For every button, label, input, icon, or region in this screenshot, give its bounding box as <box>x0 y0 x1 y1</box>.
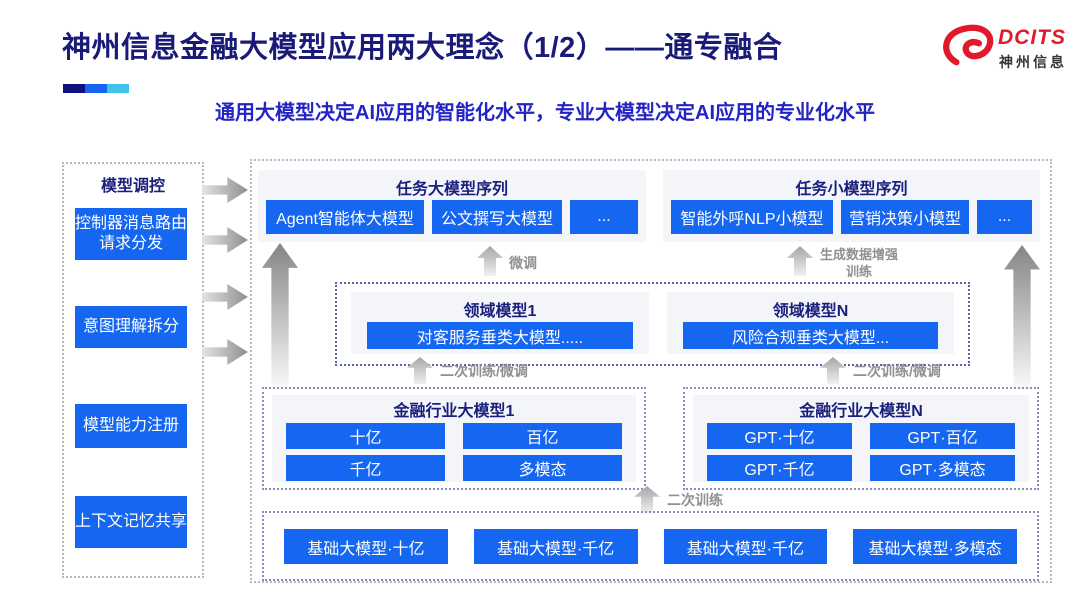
model-box-gpt-multimodal: GPT·多模态 <box>870 455 1015 481</box>
model-box-risk-compliance: 风险合规垂类大模型... <box>683 322 938 349</box>
model-box-base-1b: 基础大模型·十亿 <box>284 529 448 564</box>
model-box-base-multimodal: 基础大模型·多模态 <box>853 529 1017 564</box>
model-box-base-100b-b: 基础大模型·千亿 <box>663 529 828 564</box>
task-small-title: 任务小模型序列 <box>795 181 908 198</box>
right-arrow-icon <box>202 227 248 253</box>
model-architecture-container <box>250 159 1052 583</box>
model-box-nlp-call: 智能外呼NLP小模型 <box>671 200 833 234</box>
dcits-swirl-icon <box>942 22 996 75</box>
domain-n-title: 领域模型N <box>772 303 849 320</box>
right-arrow-icon <box>202 339 248 365</box>
industry-n-title: 金融行业大模型N <box>799 403 923 420</box>
model-control-panel: 模型调控 控制器消息路由请求分发 意图理解拆分 模型能力注册 上下文记忆共享 <box>62 162 204 578</box>
task-large-model-panel: 任务大模型序列 Agent智能体大模型 公文撰写大模型 ... <box>258 170 646 242</box>
domain-1-title: 领域模型1 <box>463 303 537 320</box>
arrow-label-retrain-ft-2: 二次训练/微调 <box>853 363 941 379</box>
sidebar-title: 模型调控 <box>100 178 165 195</box>
logo-brand-cn: 神州信息 <box>999 54 1067 70</box>
arrow-label-gen-augment: 生成数据增强训练 <box>819 247 898 279</box>
industry-1-title: 金融行业大模型1 <box>393 403 515 420</box>
title-accent-bar <box>63 84 129 93</box>
right-arrow-icon <box>202 177 248 203</box>
sidebar-item-router: 控制器消息路由请求分发 <box>75 208 187 260</box>
domain-model-n-panel: 领域模型N 风险合规垂类大模型... <box>667 292 954 354</box>
domain-model-container: 领域模型1 对客服务垂类大模型..... 领域模型N 风险合规垂类大模型... <box>335 282 970 366</box>
arrow-label-fine-tune: 微调 <box>509 255 537 271</box>
base-model-container: 基础大模型·十亿 基础大模型·千亿 基础大模型·千亿 基础大模型·多模态 <box>262 511 1039 581</box>
model-box-ellipsis: ... <box>570 200 638 234</box>
task-large-title: 任务大模型序列 <box>395 181 508 198</box>
model-box-1b: 十亿 <box>286 423 445 449</box>
model-box-agent: Agent智能体大模型 <box>266 200 424 234</box>
domain-model-1-panel: 领域模型1 对客服务垂类大模型..... <box>351 292 649 354</box>
model-box-gpt-10b: GPT·百亿 <box>870 423 1015 449</box>
arrow-label-retrain-ft-1: 二次训练/微调 <box>440 363 528 379</box>
arrow-label-retrain: 二次训练 <box>667 492 723 508</box>
task-small-model-panel: 任务小模型序列 智能外呼NLP小模型 营销决策小模型 ... <box>663 170 1040 242</box>
model-box-customer-service: 对客服务垂类大模型..... <box>367 322 633 349</box>
model-box-gpt-1b: GPT·十亿 <box>707 423 852 449</box>
sidebar-item-context: 上下文记忆共享 <box>75 496 187 548</box>
dcits-logo: DCITS 神州信息 <box>942 20 1072 76</box>
model-box-marketing: 营销决策小模型 <box>841 200 969 234</box>
model-box-gpt-100b: GPT·千亿 <box>707 455 852 481</box>
sidebar-item-intent: 意图理解拆分 <box>75 306 187 348</box>
model-box-doc-writing: 公文撰写大模型 <box>432 200 562 234</box>
logo-brand-text: DCITS <box>998 26 1066 49</box>
model-box-ellipsis: ... <box>977 200 1032 234</box>
right-arrow-icon <box>202 284 248 310</box>
slide-subtitle: 通用大模型决定AI应用的智能化水平，专业大模型决定AI应用的专业化水平 <box>215 102 875 124</box>
model-box-100b: 千亿 <box>286 455 445 481</box>
model-box-multimodal: 多模态 <box>463 455 622 481</box>
industry-model-n-container: 金融行业大模型N GPT·十亿 GPT·百亿 GPT·千亿 GPT·多模态 <box>683 387 1039 490</box>
industry-model-1-container: 金融行业大模型1 十亿 百亿 千亿 多模态 <box>262 387 646 490</box>
model-box-10b: 百亿 <box>463 423 622 449</box>
page-title: 神州信息金融大模型应用两大理念（1/2）——通专融合 <box>62 32 783 64</box>
model-box-base-100b-a: 基础大模型·千亿 <box>473 529 638 564</box>
sidebar-item-register: 模型能力注册 <box>75 404 187 448</box>
